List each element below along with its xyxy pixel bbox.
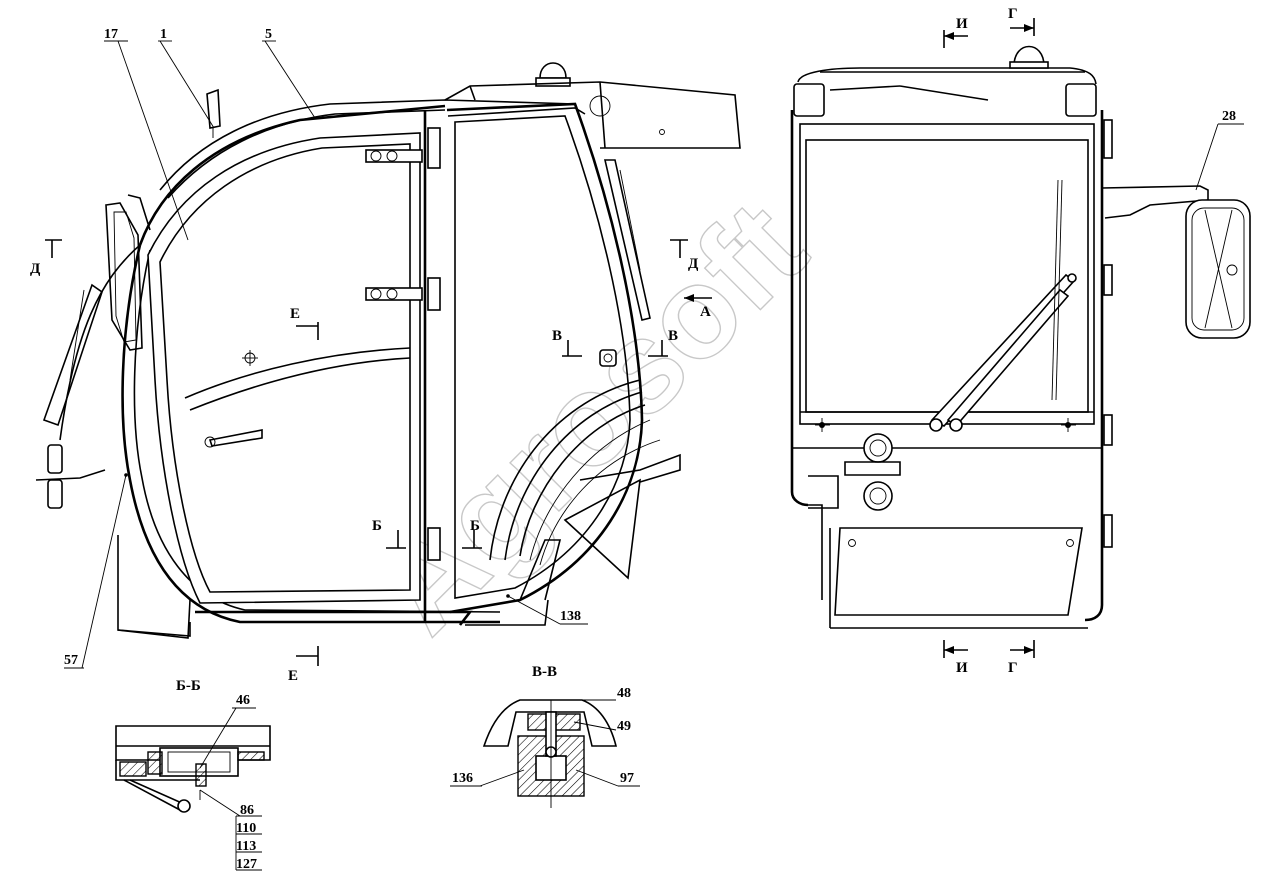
callout-1: 1 [160, 27, 167, 42]
cab-side-view [35, 62, 741, 639]
callout-5: 5 [265, 27, 272, 42]
section-title-vv: В-В [532, 664, 557, 680]
callouts-left-view: 17 1 5 57 138 [64, 27, 588, 669]
headlight-icon [863, 433, 893, 463]
section-bb: Б-Б 46 86 110 113 127 [115, 678, 271, 872]
callout-127: 127 [236, 857, 257, 872]
door-hinges [365, 127, 441, 561]
callout-28: 28 [1222, 109, 1236, 124]
callout-17: 17 [104, 27, 118, 42]
side-mirror-icon [206, 88, 221, 129]
section-mark-B-left: Б [372, 518, 382, 534]
callout-46: 46 [236, 693, 250, 708]
section-mark-D-right: Д [688, 256, 699, 272]
callout-138: 138 [560, 609, 581, 624]
section-mark-E-top: Е [290, 306, 300, 322]
callout-57: 57 [64, 653, 78, 668]
beacon-lamp-icon [539, 62, 567, 79]
section-mark-B-right: Б [470, 518, 480, 534]
callout-113: 113 [236, 839, 256, 854]
callout-136: 136 [452, 771, 473, 786]
callout-49: 49 [617, 719, 631, 734]
section-mark-V-left: В [552, 328, 562, 344]
callout-48: 48 [617, 686, 631, 701]
section-mark-V-right: В [668, 328, 678, 344]
section-mark-D-left: Д [30, 261, 41, 277]
callout-97: 97 [620, 771, 634, 786]
section-mark-I-bottom: И [956, 660, 968, 676]
section-mark-G-top: Г [1008, 6, 1018, 22]
section-title-bb: Б-Б [176, 678, 201, 694]
callout-86: 86 [240, 803, 254, 818]
door-handle-icon [208, 429, 263, 447]
section-mark-E-bottom: Е [288, 668, 298, 684]
section-markers-left: Д Д Е Е В В Б Б А [30, 239, 712, 684]
right-mirror-icon [1185, 199, 1251, 339]
view-mark-A: А [700, 304, 711, 320]
section-mark-I-top: И [956, 16, 968, 32]
section-mark-G-bottom: Г [1008, 660, 1018, 676]
cab-front-view [790, 45, 1251, 629]
callout-110: 110 [236, 821, 256, 836]
callouts-right-view: 28 И Г И Г [943, 6, 1244, 676]
section-vv: В-В 48 49 97 136 [450, 664, 640, 808]
